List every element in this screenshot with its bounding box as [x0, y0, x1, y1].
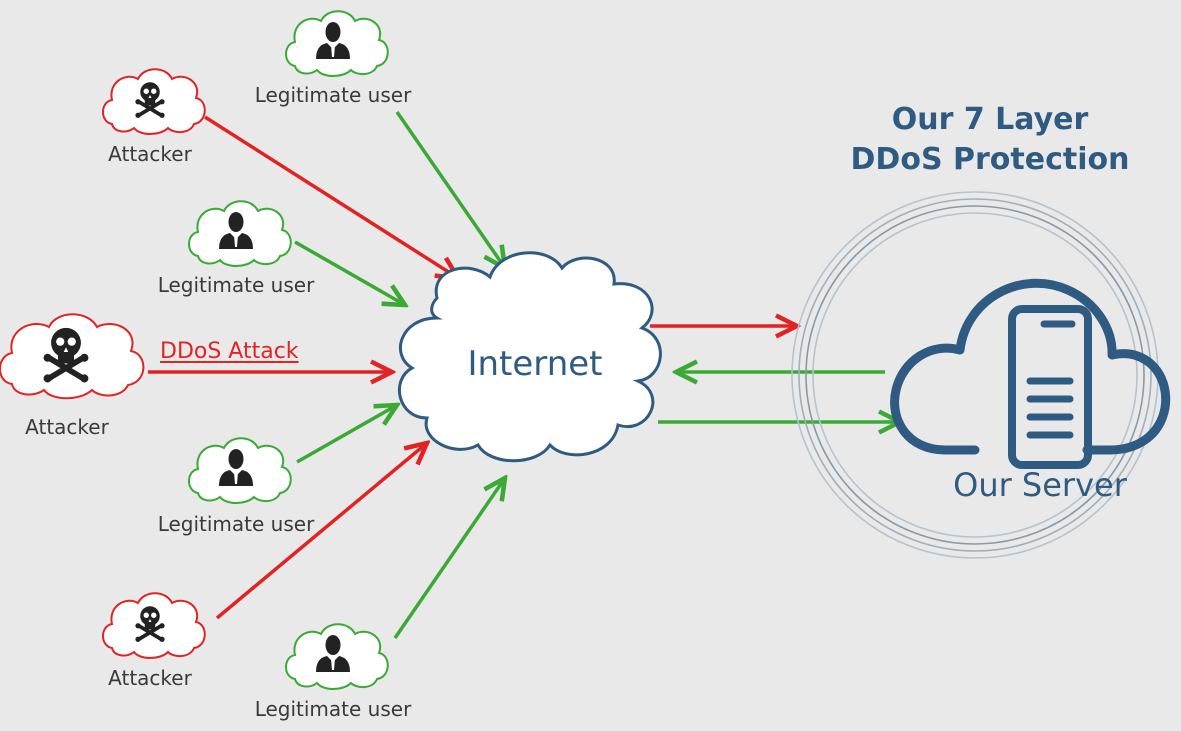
protection-title: Our 7 Layer DDoS Protection: [820, 100, 1160, 180]
node-legitimate-user-3: [188, 437, 292, 504]
label-legitimate-user-1: Legitimate user: [254, 83, 412, 107]
label-legitimate-user-4: Legitimate user: [254, 697, 412, 721]
server-label: Our Server: [953, 466, 1127, 504]
arrow-user4-to-internet: [393, 478, 505, 639]
server-cloud-icon: [890, 278, 1171, 455]
node-attacker-1: [102, 68, 206, 135]
arrow-user1-to-internet: [395, 111, 505, 268]
node-legitimate-user-1: [285, 10, 389, 77]
node-attacker-2: [0, 313, 145, 400]
node-attacker-3: [102, 592, 206, 659]
internet-cloud-icon: [397, 251, 662, 463]
arrow-attacker3-to-internet: [215, 443, 427, 620]
node-legitimate-user-2: [188, 200, 292, 267]
label-legitimate-user-2: Legitimate user: [157, 273, 315, 297]
traffic-arrows: [148, 111, 900, 639]
protection-rings: [791, 191, 1159, 559]
label-attacker-2: Attacker: [25, 415, 109, 439]
arrow-user2-to-internet: [294, 240, 405, 305]
protection-title-line-2: DDoS Protection: [850, 142, 1130, 177]
arrow-attacker1-to-internet: [204, 115, 458, 278]
label-attacker-3: Attacker: [108, 666, 192, 690]
label-legitimate-user-3: Legitimate user: [157, 512, 315, 536]
internet-label: Internet: [467, 344, 603, 384]
label-ddos-attack: DDoS Attack: [160, 339, 299, 364]
server-icon: [1008, 305, 1092, 469]
node-legitimate-user-4: [285, 623, 389, 690]
arrow-user3-to-internet: [296, 405, 397, 464]
label-attacker-1: Attacker: [108, 142, 192, 166]
protection-title-line-1: Our 7 Layer: [891, 102, 1089, 137]
